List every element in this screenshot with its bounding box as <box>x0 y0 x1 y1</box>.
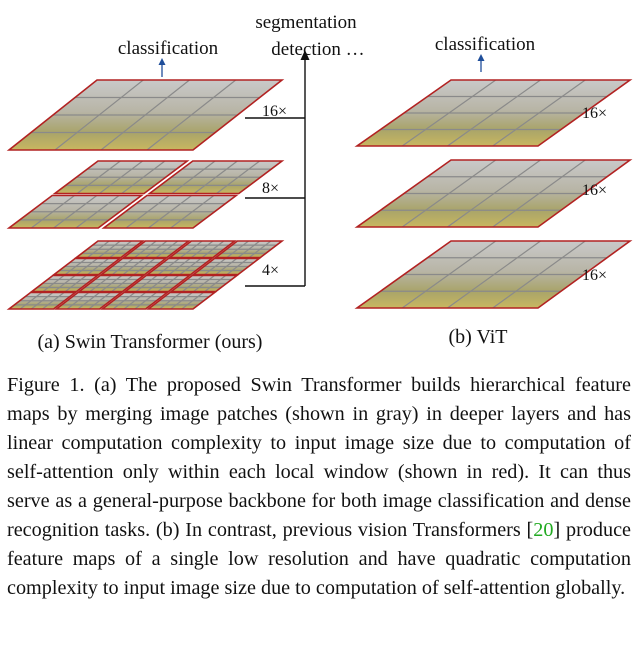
swin-window-4x <box>213 240 285 259</box>
swin-window-8x <box>147 160 285 195</box>
citation-link[interactable]: [20] <box>526 519 561 541</box>
swin-window-4x <box>191 257 262 276</box>
swin-window-4x <box>76 274 146 293</box>
swin-window-4x <box>168 274 240 293</box>
vit-subcaption: (b) ViT <box>449 326 508 348</box>
vit-global-window <box>354 79 633 147</box>
swin-window-8x <box>52 160 190 195</box>
vit-scale-label: 16× <box>582 267 607 284</box>
swin-window-4x <box>146 291 217 310</box>
swin-window-8x <box>101 194 239 229</box>
swin-window-16x <box>6 79 285 151</box>
figure-caption: Figure 1. (a) The proposed Swin Transfor… <box>7 371 631 603</box>
swin-feature-maps <box>6 79 285 310</box>
swin-window-4x <box>145 257 215 276</box>
vit-global-window <box>354 240 633 309</box>
swin-window-4x <box>122 274 192 293</box>
vit-panel: classification 16× 16× 16× (b) ViT <box>354 34 633 348</box>
caption-text-end: produce feature maps of a single low res… <box>7 519 631 599</box>
swin-scale-label: 8× <box>262 180 279 197</box>
caption-text: Figure 1. (a) The proposed Swin Transfor… <box>7 374 631 541</box>
swin-window-4x <box>6 291 78 310</box>
swin-window-4x <box>121 240 191 259</box>
swin-output-label: classification <box>118 38 219 59</box>
vit-global-window <box>354 159 633 228</box>
swin-window-4x <box>51 257 123 276</box>
vit-feature-maps <box>354 79 633 309</box>
swin-window-4x <box>99 257 169 276</box>
swin-vit-figure: classification segmentation detection … … <box>6 12 633 353</box>
swin-window-4x <box>29 274 100 293</box>
swin-panel: classification segmentation detection … … <box>6 12 365 353</box>
swin-window-4x <box>54 291 124 310</box>
vit-scale-label: 16× <box>582 105 607 122</box>
swin-window-4x <box>74 240 145 259</box>
swin-subcaption: (a) Swin Transformer (ours) <box>38 331 263 353</box>
swin-window-4x <box>167 240 237 259</box>
swin-window-4x <box>100 291 170 310</box>
swin-scale-label: 4× <box>262 262 279 279</box>
swin-scale-label: 16× <box>262 103 287 120</box>
vit-output-label: classification <box>435 34 536 55</box>
swin-window-8x <box>6 194 144 229</box>
swin-classification-arrow-icon <box>158 58 166 77</box>
vit-scale-label: 16× <box>582 182 607 199</box>
dense-label-detection: detection … <box>271 39 364 60</box>
dense-prediction-arrow-icon <box>245 50 310 287</box>
vit-classification-arrow-icon <box>477 54 485 72</box>
dense-label-segmentation: segmentation <box>255 12 357 33</box>
